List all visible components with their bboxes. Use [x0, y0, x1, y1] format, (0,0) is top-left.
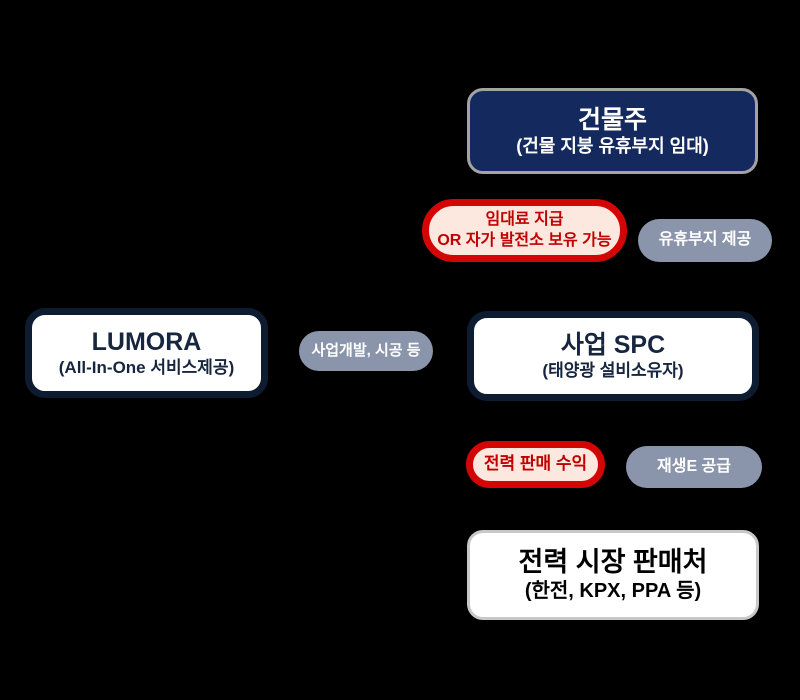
building-owner-subtitle: (건물 지붕 유휴부지 임대)	[516, 135, 709, 156]
rent-payment-line1: 임대료 지급	[485, 210, 564, 228]
spc-title: 사업 SPC	[560, 331, 666, 360]
power-market-title: 전력 시장 판매처	[518, 547, 708, 578]
power-market-subtitle: (한전, KPX, PPA 등)	[524, 579, 702, 602]
building-owner-node: 건물주 (건물 지붕 유휴부지 임대)	[467, 88, 758, 174]
idle-land-pill: 유휴부지 제공	[638, 219, 772, 262]
rent-payment-pill: 임대료 지급 OR 자가 발전소 보유 가능	[422, 199, 627, 262]
spc-node: 사업 SPC (태양광 설비소유자)	[467, 311, 759, 401]
power-market-node: 전력 시장 판매처 (한전, KPX, PPA 등)	[467, 530, 759, 620]
renewable-supply-pill: 재생E 공급	[626, 446, 762, 488]
development-pill: 사업개발, 시공 등	[299, 331, 433, 371]
lumora-subtitle: (All-In-One 서비스제공)	[58, 358, 235, 378]
renewable-supply-label: 재생E 공급	[657, 457, 731, 475]
lumora-node: LUMORA (All-In-One 서비스제공)	[25, 308, 268, 398]
power-sales-pill: 전력 판매 수익	[466, 441, 605, 488]
power-sales-label: 전력 판매 수익	[483, 454, 588, 474]
spc-subtitle: (태양광 설비소유자)	[542, 361, 684, 381]
building-owner-title: 건물주	[577, 105, 647, 134]
idle-land-label: 유휴부지 제공	[658, 231, 752, 249]
lumora-title: LUMORA	[91, 328, 202, 357]
development-label: 사업개발, 시공 등	[311, 342, 421, 360]
rent-payment-line2: OR 자가 발전소 보유 가능	[437, 231, 612, 249]
